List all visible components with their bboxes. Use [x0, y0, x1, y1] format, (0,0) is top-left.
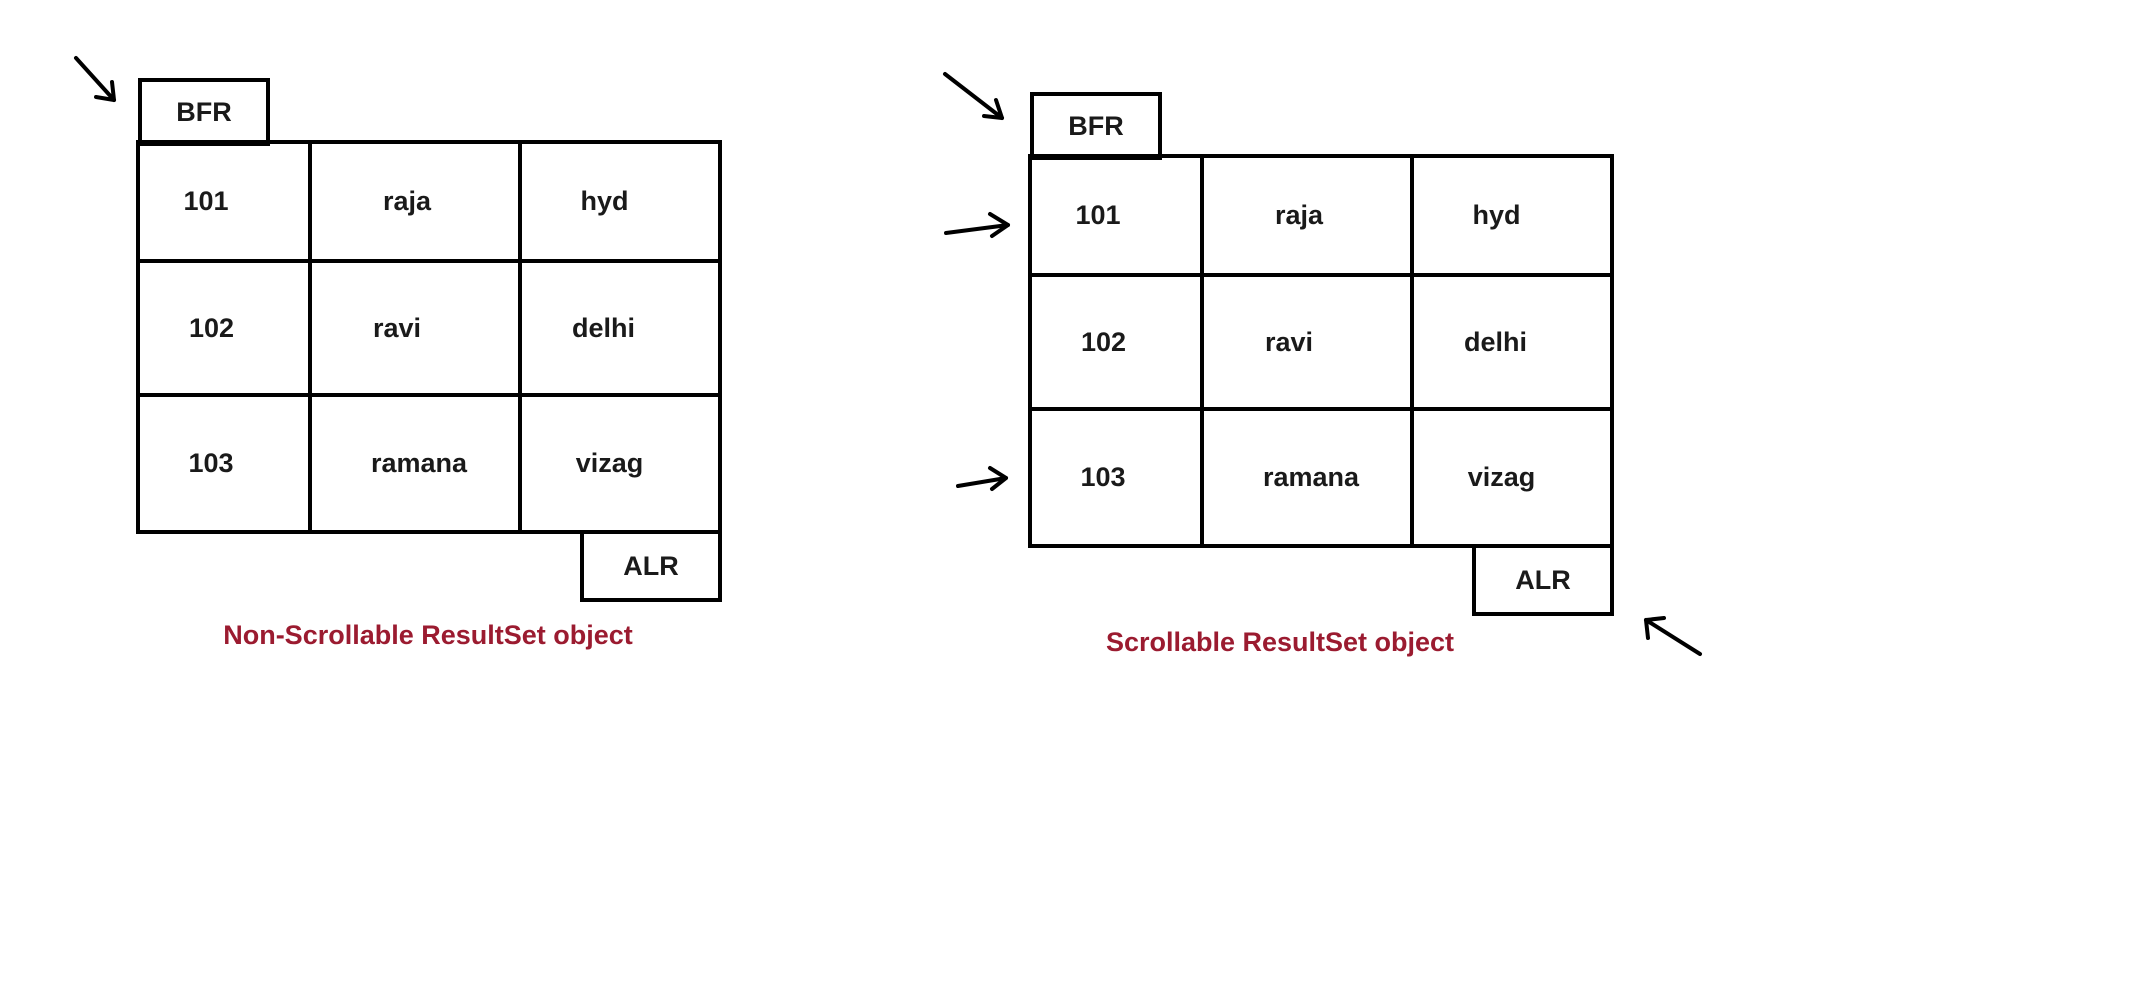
row-divider — [136, 393, 722, 397]
bfr-box: BFR — [138, 78, 270, 146]
alr-label: ALR — [1515, 564, 1571, 595]
column-divider — [1410, 154, 1414, 548]
table-cell: 103 — [1080, 462, 1126, 492]
bfr-label: BFR — [1068, 110, 1124, 141]
table-cell: 102 — [1080, 326, 1127, 357]
non-scrollable-panel: BFR 101 raja hyd 102 ravi delhi 103 rama… — [0, 0, 1000, 700]
table-cell: delhi — [571, 312, 635, 343]
non-scrollable-caption: Non-Scrollable ResultSet object — [223, 620, 633, 650]
scrollable-caption: Scrollable ResultSet object — [1105, 627, 1455, 657]
scrollable-panel: BFR 101 raja hyd 102 ravi delhi 103 rama… — [1028, 92, 1614, 657]
table-cell: hyd — [580, 186, 629, 216]
table-cell: raja — [382, 186, 432, 216]
column-divider — [518, 140, 522, 534]
bfr-label: BFR — [176, 96, 232, 127]
table-cell: 101 — [1075, 200, 1121, 230]
table-cell: hyd — [1472, 200, 1521, 230]
alr-box: ALR — [580, 530, 722, 602]
resultset-table — [1028, 154, 1614, 548]
table-cell: ravi — [372, 312, 422, 343]
table-cell: 103 — [188, 448, 234, 478]
table-cell: raja — [1274, 200, 1324, 230]
table-cell: vizag — [575, 448, 644, 478]
table-cell: 102 — [188, 312, 235, 343]
row-divider — [1028, 273, 1614, 277]
alr-box: ALR — [1472, 544, 1614, 616]
row-divider — [136, 259, 722, 263]
table-cell: 101 — [183, 186, 229, 216]
alr-label: ALR — [623, 550, 679, 581]
resultset-table — [136, 140, 722, 534]
table-cell: vizag — [1467, 462, 1536, 492]
table-cell: ramana — [370, 448, 468, 478]
table-cell: delhi — [1463, 326, 1527, 357]
row-divider — [1028, 407, 1614, 411]
table-cell: ravi — [1264, 326, 1314, 357]
column-divider — [308, 140, 312, 534]
bfr-box: BFR — [1030, 92, 1162, 160]
column-divider — [1200, 154, 1204, 548]
table-cell: ramana — [1262, 462, 1360, 492]
